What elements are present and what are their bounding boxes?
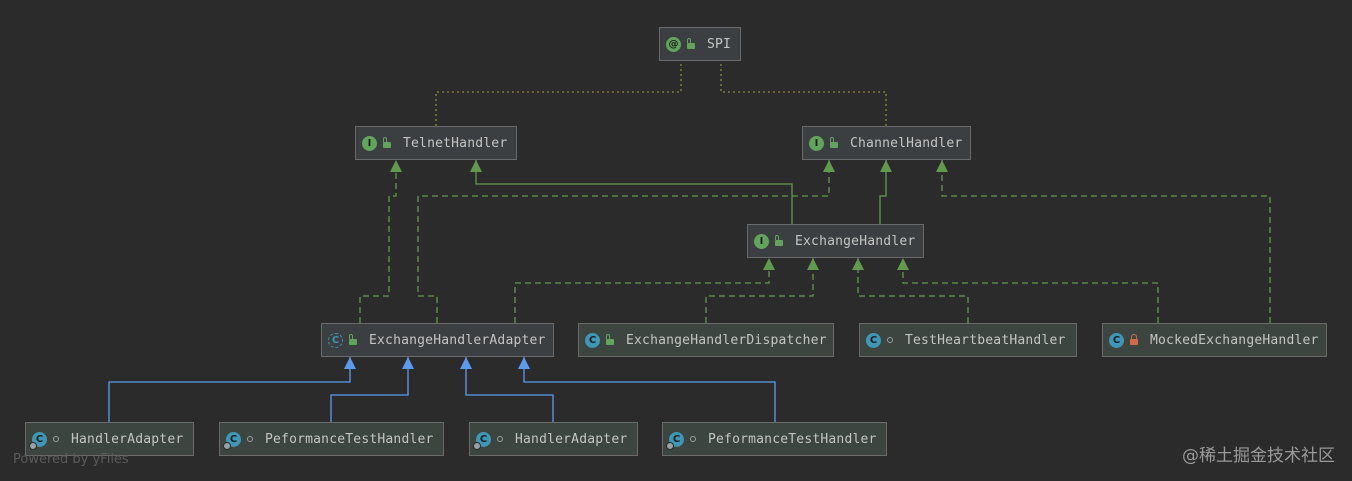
package-private-icon (887, 337, 893, 343)
arrowhead-icon (390, 160, 402, 172)
pin-icon (473, 441, 481, 450)
package-private-icon (497, 436, 503, 442)
interface-icon: I (754, 233, 769, 249)
arrowhead-icon (763, 258, 775, 270)
edge-inherits (330, 357, 409, 422)
powered-by-label: Powered by yFiles (13, 452, 129, 467)
node-label: PeformanceTestHandler (708, 431, 877, 447)
unlocked-icon (383, 137, 391, 148)
node-handler-adapter-1[interactable]: C HandlerAdapter (25, 422, 194, 456)
class-icon: C (666, 431, 684, 450)
arrowhead-icon (518, 357, 530, 369)
abstract-class-icon: C (328, 332, 343, 348)
node-label: ExchangeHandler (795, 233, 916, 249)
node-peformance-test-handler-1[interactable]: C PeformanceTestHandler (219, 422, 444, 456)
node-label: TestHeartbeatHandler (905, 332, 1066, 348)
edge-extends (879, 160, 887, 224)
package-private-icon (247, 436, 253, 442)
edge-implements (514, 258, 770, 323)
arrowhead-icon (880, 160, 892, 172)
class-icon: C (29, 431, 47, 450)
arrowhead-icon (897, 258, 909, 270)
node-mocked-exchange-handler[interactable]: C MockedExchangeHandler (1102, 323, 1327, 357)
class-icon: C (585, 332, 600, 348)
package-private-icon (53, 436, 59, 442)
node-label: TelnetHandler (403, 135, 508, 151)
node-exchange-handler-dispatcher[interactable]: C ExchangeHandlerDispatcher (578, 323, 834, 357)
unlocked-icon (775, 235, 783, 246)
unlocked-icon (606, 334, 614, 345)
unlocked-icon (830, 137, 838, 148)
class-icon: C (223, 431, 241, 450)
interface-icon: I (809, 135, 824, 151)
edge-implements (359, 160, 397, 323)
node-label: HandlerAdapter (515, 431, 628, 447)
class-icon: C (1109, 332, 1124, 348)
edge-annotated (720, 61, 887, 126)
node-label: MockedExchangeHandler (1150, 332, 1319, 348)
edge-implements (417, 160, 830, 323)
node-label: ChannelHandler (850, 135, 963, 151)
arrowhead-icon (823, 160, 835, 172)
node-label: ExchangeHandlerAdapter (369, 332, 546, 348)
node-telnet-handler[interactable]: I TelnetHandler (355, 126, 517, 160)
class-icon: C (866, 332, 881, 348)
edge-implements (941, 160, 1271, 323)
pin-icon (29, 441, 37, 450)
pin-icon (223, 441, 231, 450)
arrowhead-icon (807, 258, 819, 270)
arrowhead-icon (936, 160, 948, 172)
arrowhead-icon (402, 357, 414, 369)
arrowhead-icon (344, 357, 356, 369)
edge-inherits (465, 357, 554, 422)
edge-annotated (435, 61, 682, 126)
watermark-text: @稀土掘金技术社区 (1182, 446, 1335, 466)
node-test-heartbeat-handler[interactable]: C TestHeartbeatHandler (859, 323, 1077, 357)
edge-implements (705, 258, 814, 323)
node-label: SPI (707, 36, 732, 52)
edge-inherits (108, 357, 351, 422)
node-label: ExchangeHandlerDispatcher (626, 332, 827, 348)
node-label: HandlerAdapter (71, 431, 184, 447)
node-exchange-handler[interactable]: I ExchangeHandler (747, 224, 924, 258)
edge-implements (902, 258, 1159, 323)
arrowhead-icon (470, 160, 482, 172)
edge-implements (857, 258, 969, 323)
interface-icon: I (362, 135, 377, 151)
node-channel-handler[interactable]: I ChannelHandler (802, 126, 971, 160)
node-handler-adapter-2[interactable]: C HandlerAdapter (469, 422, 638, 456)
unlocked-icon (687, 38, 695, 49)
unlocked-icon (349, 334, 357, 345)
node-peformance-test-handler-2[interactable]: C PeformanceTestHandler (662, 422, 887, 456)
arrowhead-icon (852, 258, 864, 270)
arrowhead-icon (460, 357, 472, 369)
pin-icon (666, 441, 674, 450)
lock-icon (1130, 334, 1138, 345)
package-private-icon (690, 436, 696, 442)
node-exchange-handler-adapter[interactable]: C ExchangeHandlerAdapter (321, 323, 554, 357)
edge-inherits (523, 357, 776, 422)
node-spi[interactable]: @ SPI (659, 27, 741, 61)
node-label: PeformanceTestHandler (265, 431, 434, 447)
annotation-icon: @ (666, 36, 681, 52)
edge-extends (475, 160, 793, 224)
class-icon: C (473, 431, 491, 450)
